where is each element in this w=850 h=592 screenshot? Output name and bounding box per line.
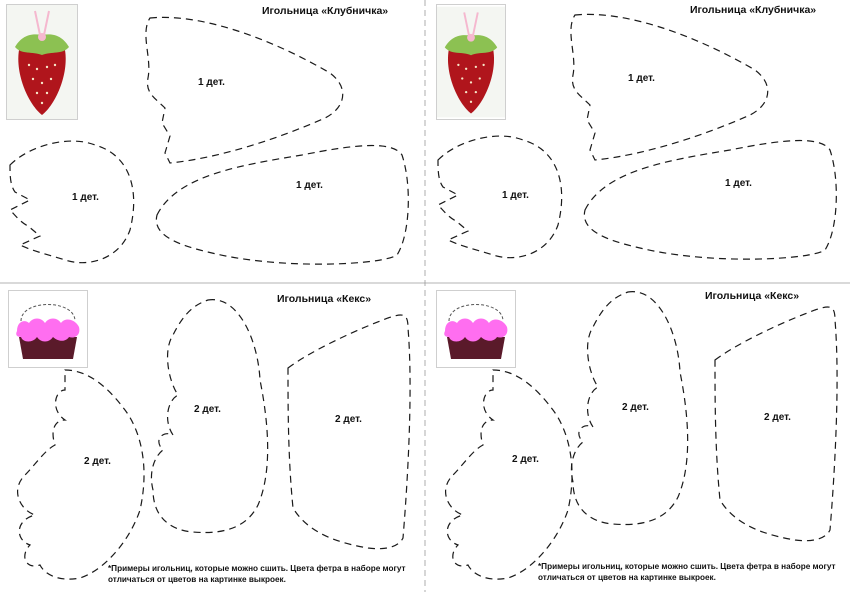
cupcake-title: Игольница «Кекс» — [277, 293, 372, 305]
strawberry-title: Игольница «Клубничка» — [690, 4, 817, 16]
piece-count-label: 1 дет. — [72, 192, 99, 203]
piece-count-label: 2 дет. — [512, 454, 539, 465]
piece-count-label: 1 дет. — [725, 178, 752, 189]
piece-count-label: 2 дет. — [622, 402, 649, 413]
piece-count-label: 1 дет. — [198, 77, 225, 88]
strawberry-photo — [6, 4, 78, 120]
footnote: *Примеры игольниц, которые можно сшить. … — [108, 564, 406, 584]
piece-count-label: 1 дет. — [296, 180, 323, 191]
piece-count-label: 2 дет. — [764, 412, 791, 423]
footnote: *Примеры игольниц, которые можно сшить. … — [538, 562, 836, 582]
cupcake-illustration — [8, 290, 88, 368]
piece-count-label: 2 дет. — [335, 414, 362, 425]
strawberry-photo — [436, 4, 506, 120]
piece-count-label: 2 дет. — [194, 404, 221, 415]
strawberry-title: Игольница «Клубничка» — [262, 5, 389, 17]
cupcake-title: Игольница «Кекс» — [705, 290, 800, 302]
piece-count-label: 1 дет. — [502, 190, 529, 201]
piece-count-label: 1 дет. — [628, 73, 655, 84]
piece-count-label: 2 дет. — [84, 456, 111, 467]
cupcake-illustration — [436, 290, 516, 368]
